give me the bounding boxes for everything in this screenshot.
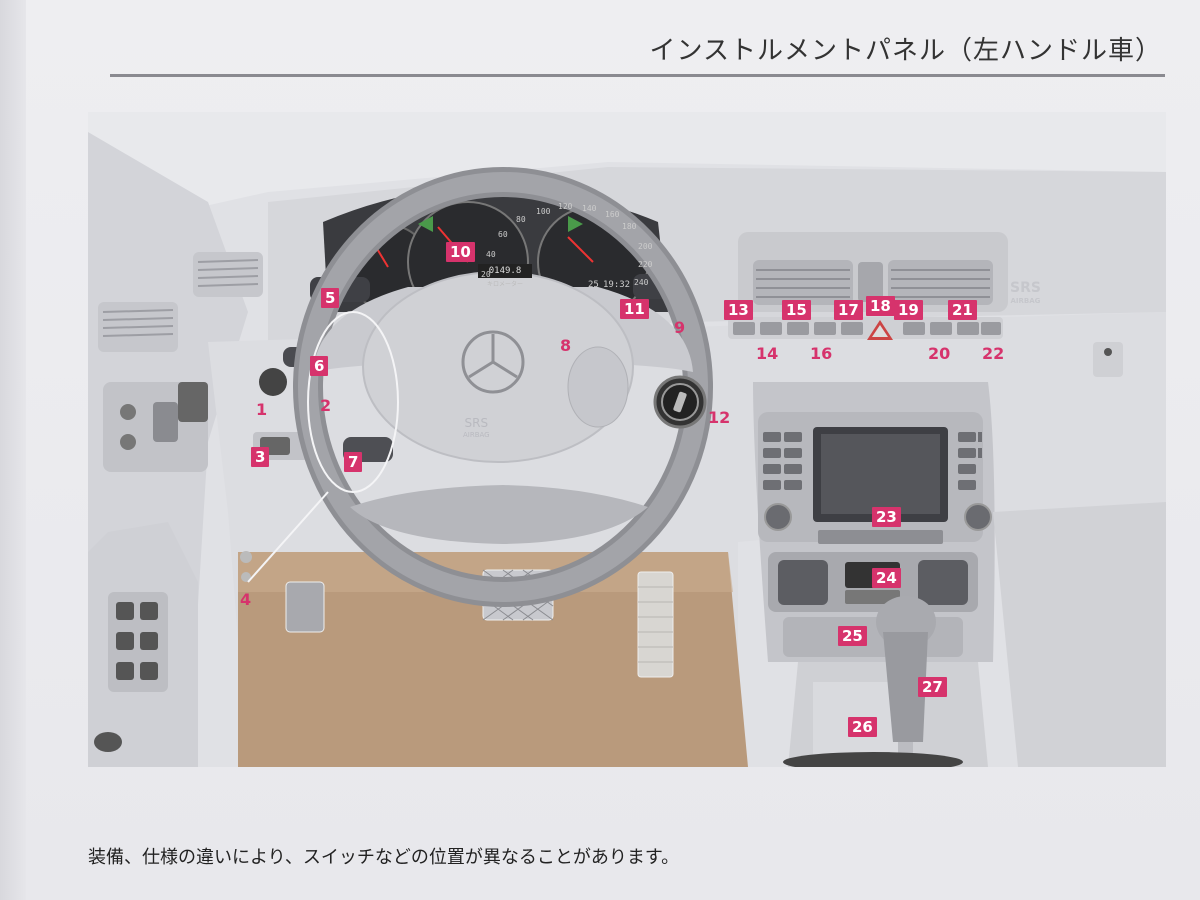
speed-tick-60: 60 xyxy=(498,230,508,239)
speed-tick-240: 240 xyxy=(634,278,649,287)
callout-9: 9 xyxy=(674,318,686,337)
speed-tick-180: 180 xyxy=(622,222,637,231)
dash-airbag-text: AIRBAG xyxy=(1010,297,1041,305)
dash-srs-text: SRS xyxy=(1010,280,1041,296)
page-title: インストルメントパネル（左ハンドル車） xyxy=(649,36,1162,66)
header-divider xyxy=(110,74,1165,77)
callout-19: 19 xyxy=(894,300,923,320)
callout-18: 18 xyxy=(866,296,895,316)
clock-left: 25 xyxy=(588,280,599,290)
wheel-airbag-text: AIRBAG xyxy=(463,431,490,439)
speed-tick-160: 160 xyxy=(605,210,620,219)
callout-5: 5 xyxy=(321,288,340,308)
dash-srs-airbag-label: SRS AIRBAG xyxy=(1010,280,1041,308)
callout-22: 22 xyxy=(982,344,1005,363)
callout-11: 11 xyxy=(620,299,649,319)
callout-2: 2 xyxy=(320,396,332,415)
speed-tick-120: 120 xyxy=(558,202,573,211)
page-binding-edge xyxy=(0,0,26,900)
wheel-srs-airbag-label: SRS AIRBAG xyxy=(463,417,490,441)
callout-7: 7 xyxy=(344,452,363,472)
callout-16: 16 xyxy=(810,344,833,363)
speed-tick-200: 200 xyxy=(638,242,653,251)
speed-tick-20: 20 xyxy=(481,270,491,279)
speed-tick-100: 100 xyxy=(536,207,551,216)
callout-15: 15 xyxy=(782,300,811,320)
odometer-unit: キロメーター xyxy=(486,281,523,288)
odometer-display: 0149.8 xyxy=(478,264,532,278)
speed-tick-40: 40 xyxy=(486,250,496,259)
callout-25: 25 xyxy=(838,626,867,646)
callout-27: 27 xyxy=(918,677,947,697)
callout-1: 1 xyxy=(256,400,268,419)
wheel-srs-text: SRS xyxy=(464,416,489,430)
callout-23: 23 xyxy=(872,507,901,527)
callout-10: 10 xyxy=(446,242,475,262)
callout-13: 13 xyxy=(724,300,753,320)
speed-tick-140: 140 xyxy=(582,204,597,213)
callout-17: 17 xyxy=(834,300,863,320)
callout-4: 4 xyxy=(240,590,252,609)
callout-20: 20 xyxy=(928,344,951,363)
callout-8: 8 xyxy=(560,336,572,355)
callout-6: 6 xyxy=(310,356,329,376)
speed-tick-220: 220 xyxy=(638,260,653,269)
instrument-panel-illustration: 0149.8 キロメーター 100 120 140 160 180 80 60 … xyxy=(88,112,1166,767)
callout-12: 12 xyxy=(708,408,731,427)
callout-26: 26 xyxy=(848,717,877,737)
callout-3: 3 xyxy=(251,447,270,467)
callout-14: 14 xyxy=(756,344,779,363)
callout-24: 24 xyxy=(872,568,901,588)
clock-right: 19:32 xyxy=(603,280,631,290)
callout-21: 21 xyxy=(948,300,977,320)
footnote: 装備、仕様の違いにより、スイッチなどの位置が異なることがあります。 xyxy=(88,847,680,868)
dashboard-drawing xyxy=(88,112,1166,767)
speed-tick-80: 80 xyxy=(516,215,526,224)
